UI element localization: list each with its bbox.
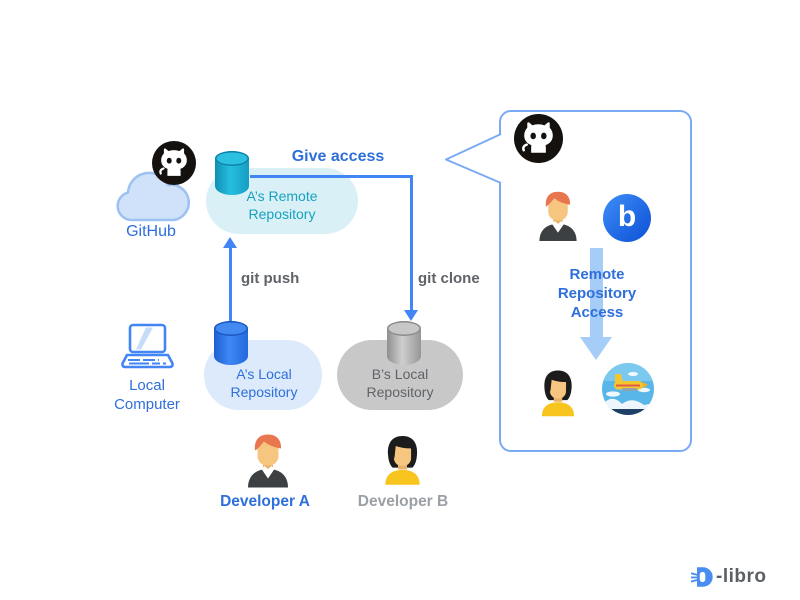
github-octocat-icon: [152, 141, 196, 185]
remote-access-arrow-shaft: [590, 248, 603, 338]
git-push-label: git push: [241, 270, 300, 287]
git-push-arrowhead-icon: [223, 237, 237, 248]
developer-b-avatar: [385, 436, 420, 485]
b-local-repo-label: B’s Local Repository: [366, 366, 434, 400]
remote-access-label: Remote Repository Access: [557, 266, 637, 322]
local-computer-label: Local Computer: [114, 377, 180, 414]
git-clone-line: [410, 175, 413, 311]
git-push-line: [229, 247, 232, 323]
laptop-icon: [121, 323, 174, 369]
a-remote-repo-database-icon: [215, 151, 249, 195]
panel-github-octocat-icon: [514, 114, 563, 163]
git-clone-arrowhead-icon: [404, 310, 418, 321]
panel-developer-b-avatar: [541, 370, 575, 417]
give-access-line: [250, 175, 413, 178]
a-local-repo-label: A’s Local Repository: [230, 366, 298, 400]
give-access-label: Give access: [291, 148, 385, 165]
git-clone-label: git clone: [418, 270, 480, 287]
remote-access-arrowhead-icon: [580, 337, 612, 360]
developer-a-avatar: [248, 434, 288, 488]
cloud-icon: [116, 171, 190, 222]
d-libro-logo-text: -libro: [716, 566, 767, 587]
a-remote-repo-label: A’s Remote Repository: [246, 188, 318, 222]
github-label: GitHub: [126, 223, 176, 240]
developer-b-label: Developer B: [357, 493, 449, 510]
d-libro-logo: -libro: [691, 566, 767, 588]
b-service-logo: b: [603, 194, 651, 242]
panel-developer-a-avatar: [539, 191, 577, 241]
seaplane-photo: [602, 363, 654, 415]
a-local-repo-database-icon: [214, 321, 248, 365]
callout-pointer: [445, 133, 502, 184]
b-local-repo-database-icon: [387, 321, 421, 365]
developer-a-label: Developer A: [220, 493, 310, 510]
d-libro-mark-icon: [691, 567, 713, 587]
